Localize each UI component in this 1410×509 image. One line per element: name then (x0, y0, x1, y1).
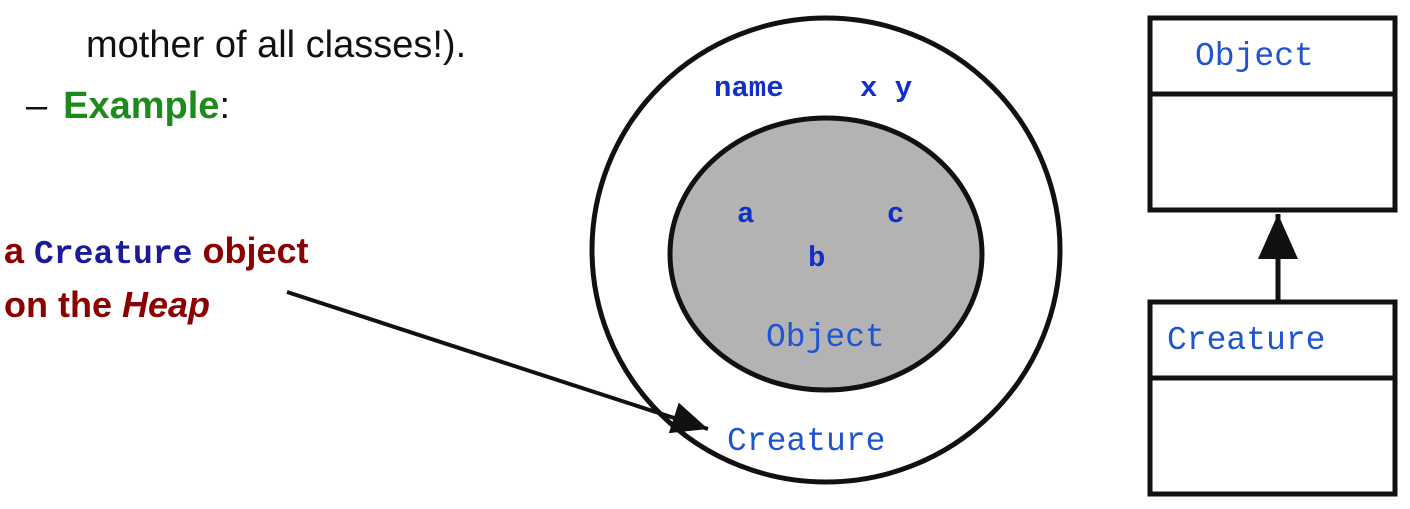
field-name: name (714, 72, 784, 105)
bullet-line-continuation: mother of all classes!). (86, 24, 467, 66)
inner-object-circle (667, 115, 985, 393)
field-b: b (808, 242, 825, 275)
creature-object-label: a Creature object on the Heap (4, 226, 308, 330)
label-heap: Heap (121, 284, 211, 325)
outer-class-creature: Creature (727, 423, 885, 460)
field-c: c (887, 198, 904, 231)
example-dash: – (26, 85, 48, 127)
label-a: a (4, 230, 35, 271)
example-word: Example (63, 85, 220, 127)
field-a: a (737, 198, 754, 231)
label-creature-code: Creature (34, 236, 193, 273)
label-line-2: on the Heap (4, 280, 308, 330)
label-line-1: a Creature object (4, 226, 308, 280)
uml-creature-box (1147, 299, 1398, 497)
label-on-the: on the (4, 284, 122, 325)
example-colon: : (219, 85, 231, 127)
uml-object-name: Object (1195, 38, 1314, 75)
field-x-y: x y (860, 72, 912, 105)
uml-creature-name: Creature (1167, 322, 1325, 359)
example-line: –Example: (26, 85, 230, 128)
inner-class-object: Object (766, 319, 885, 356)
uml-object-box (1147, 15, 1398, 213)
label-object-word: object (192, 230, 309, 271)
pointer-arrow (286, 290, 709, 434)
